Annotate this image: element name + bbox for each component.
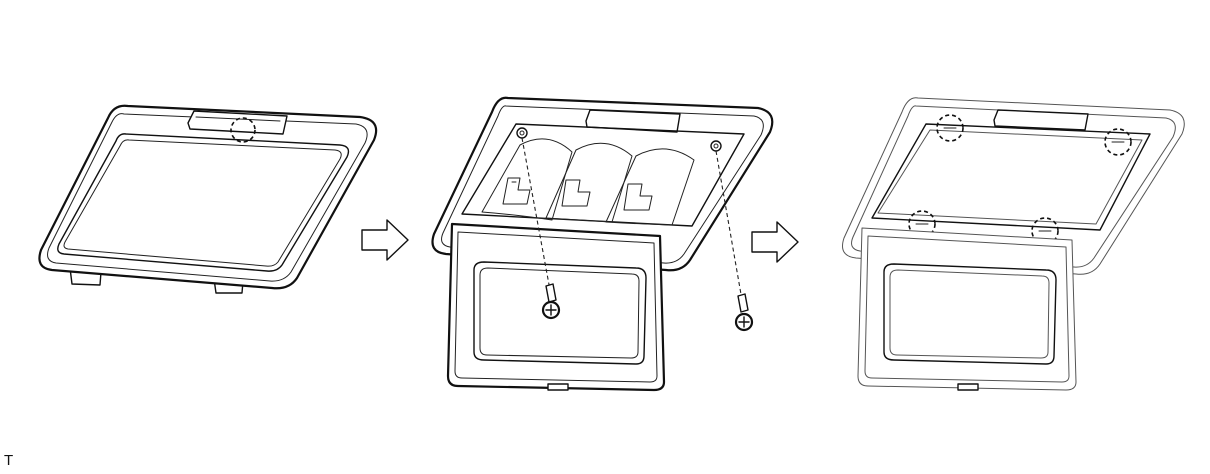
unit-lid-recess	[883, 263, 1057, 365]
illustration-code: T	[4, 452, 14, 469]
clip-marker-bottom-right	[1031, 217, 1059, 245]
unit-inner-panel	[871, 123, 1151, 231]
clip-marker-top-left	[936, 114, 964, 142]
step-2-open-cover	[431, 96, 774, 392]
clip-marker-circle	[230, 117, 256, 143]
compartment-right	[605, 148, 695, 226]
step-1-closed-cover	[38, 104, 378, 294]
step-3-unit-clips	[842, 97, 1185, 391]
next-step-arrow-2	[751, 221, 799, 263]
inner-cavity	[461, 123, 745, 227]
lid-display-recess	[473, 261, 647, 365]
compartment-left	[481, 138, 573, 221]
cover-outer-shell	[38, 104, 378, 290]
lid-release-tab	[547, 383, 569, 391]
next-step-arrow-1	[361, 219, 409, 261]
unit-hanging-lid	[857, 227, 1077, 391]
screw-right	[734, 293, 754, 332]
clip-marker-top-right	[1104, 128, 1132, 156]
cover-inner-panel	[57, 133, 350, 272]
top-latch	[187, 110, 288, 135]
screw-left	[541, 283, 561, 320]
clip-marker-bottom-left	[908, 210, 936, 238]
